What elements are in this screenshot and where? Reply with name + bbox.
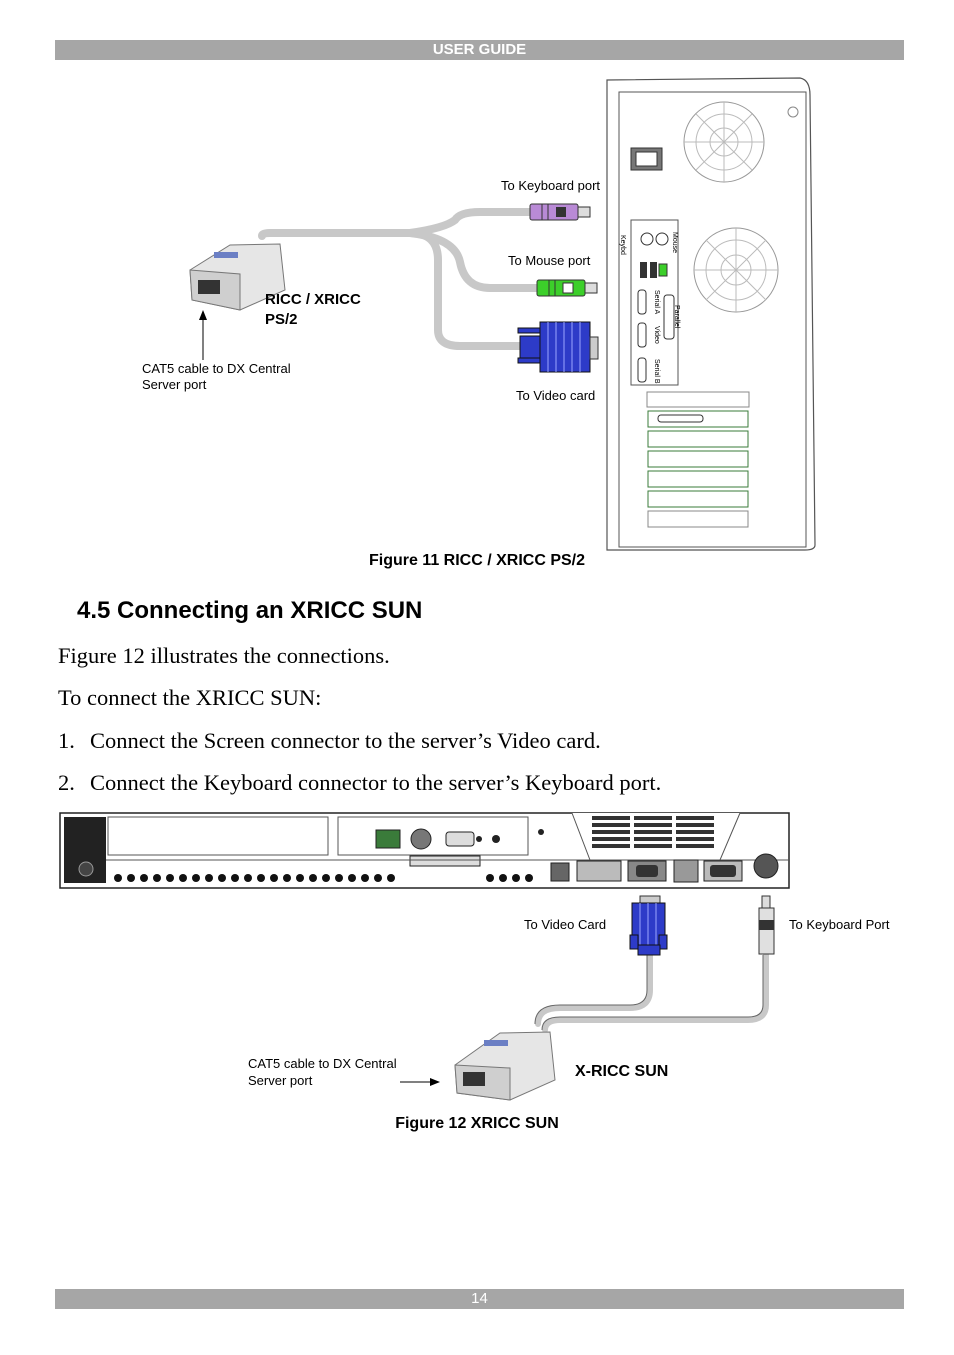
label-cat5-fig12-line2: Server port	[248, 1073, 313, 1088]
label-to-mouse-port: To Mouse port	[508, 253, 591, 268]
label-cat5-fig12-line1: CAT5 cable to DX Central	[248, 1056, 397, 1071]
vga-connector	[517, 321, 599, 373]
label-cat5-line2: Server port	[142, 377, 207, 392]
server-tower	[606, 77, 816, 551]
figure-12-caption: Figure 12 XRICC SUN	[395, 1115, 559, 1132]
step-text: Connect the Screen connector to the serv…	[90, 728, 601, 753]
figure-11-caption: Figure 11 RICC / XRICC PS/2	[368, 552, 586, 569]
panel-label-keybd: Keybd	[619, 235, 626, 255]
label-to-video-card-fig12: To Video Card	[524, 917, 607, 932]
section-heading: 4.5 Connecting an XRICC SUN	[77, 597, 423, 624]
label-device-name-line1: RICC / XRICC	[265, 291, 361, 308]
label-cat5-line1: CAT5 cable to DX Central	[142, 361, 291, 376]
cable-bundle	[258, 208, 541, 350]
step-number: 2.	[58, 770, 75, 795]
cat5-arrow-fig12	[400, 1078, 440, 1086]
intro-paragraph: Figure 12 illustrates the connections.	[58, 643, 390, 668]
header-title: USER GUIDE	[432, 41, 527, 58]
step-number: 1.	[58, 728, 75, 753]
panel-label-serial-b: Serial B	[653, 359, 660, 384]
ricc-device	[189, 243, 286, 311]
label-to-keyboard-port-fig12: To Keyboard Port	[789, 917, 890, 932]
xricc-sun-device	[454, 1031, 556, 1101]
step-item: 2. Connect the Keyboard connector to the …	[58, 770, 661, 796]
sun-keyboard-connector	[758, 895, 775, 955]
panel-label-mouse: Mouse	[671, 232, 678, 254]
mouse-ps2-connector	[536, 279, 598, 297]
sun-vga-connector	[629, 895, 668, 956]
panel-label-video: Video	[653, 326, 660, 344]
vent-dots	[114, 874, 533, 882]
panel-label-serial-a: Serial A	[653, 290, 660, 315]
page-number: 14	[471, 1290, 488, 1307]
step-text: Connect the Keyboard connector to the se…	[90, 770, 662, 795]
lead-paragraph: To connect the XRICC SUN:	[58, 685, 322, 710]
label-to-keyboard-port: To Keyboard port	[501, 178, 601, 193]
sun-server-panel	[59, 812, 790, 889]
header-bar: USER GUIDE	[55, 40, 904, 60]
label-xricc-sun: X-RICC SUN	[575, 1063, 669, 1080]
footer-bar: 14	[55, 1289, 904, 1309]
label-to-video-card: To Video card	[516, 388, 596, 403]
label-device-name-line2: PS/2	[265, 311, 298, 328]
step-item: 1. Connect the Screen connector to the se…	[58, 728, 601, 754]
keyboard-ps2-connector	[529, 203, 591, 221]
figure-11-diagram	[189, 77, 816, 551]
cable-outlines-fig12	[534, 955, 764, 1031]
cables-fig12	[535, 952, 769, 1033]
cat5-arrow-fig11	[199, 310, 207, 360]
panel-label-parallel: Parallel	[673, 305, 680, 329]
